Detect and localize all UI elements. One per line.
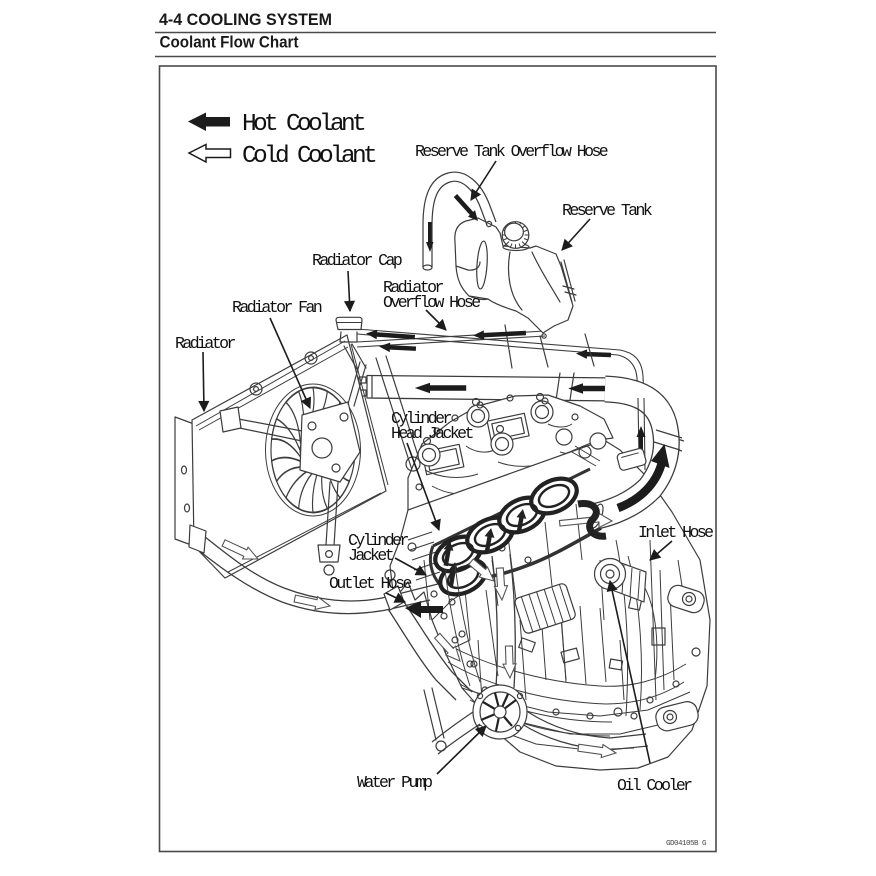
svg-text:Radiator Fan: Radiator Fan [232, 298, 322, 317]
svg-text:Water Pump: Water Pump [357, 773, 432, 792]
svg-text:Outlet Hose: Outlet Hose [329, 574, 412, 593]
svg-text:Overflow Hose: Overflow Hose [383, 293, 480, 312]
svg-text:Jacket: Jacket [348, 546, 394, 565]
svg-text:Cylinder: Cylinder [348, 531, 408, 550]
svg-text:Coolant Flow Chart: Coolant Flow Chart [160, 34, 300, 52]
svg-text:4-4 COOLING SYSTEM: 4-4 COOLING SYSTEM [159, 11, 332, 29]
svg-text:Oil Cooler: Oil Cooler [617, 776, 692, 795]
svg-text:Radiator: Radiator [175, 334, 235, 353]
svg-text:Reserve Tank Overflow Hose: Reserve Tank Overflow Hose [415, 142, 608, 161]
svg-text:GD04105B G: GD04105B G [666, 840, 707, 848]
svg-text:Reserve Tank: Reserve Tank [562, 201, 653, 220]
svg-text:Cylinder: Cylinder [391, 409, 451, 428]
svg-text:Radiator: Radiator [383, 278, 443, 297]
svg-text:Cold Coolant: Cold Coolant [242, 143, 376, 170]
svg-text:Inlet Hose: Inlet Hose [638, 523, 713, 542]
svg-text:Hot Coolant: Hot Coolant [242, 111, 365, 138]
svg-text:Radiator Cap: Radiator Cap [312, 251, 402, 270]
svg-text:Head Jacket: Head Jacket [391, 424, 474, 443]
